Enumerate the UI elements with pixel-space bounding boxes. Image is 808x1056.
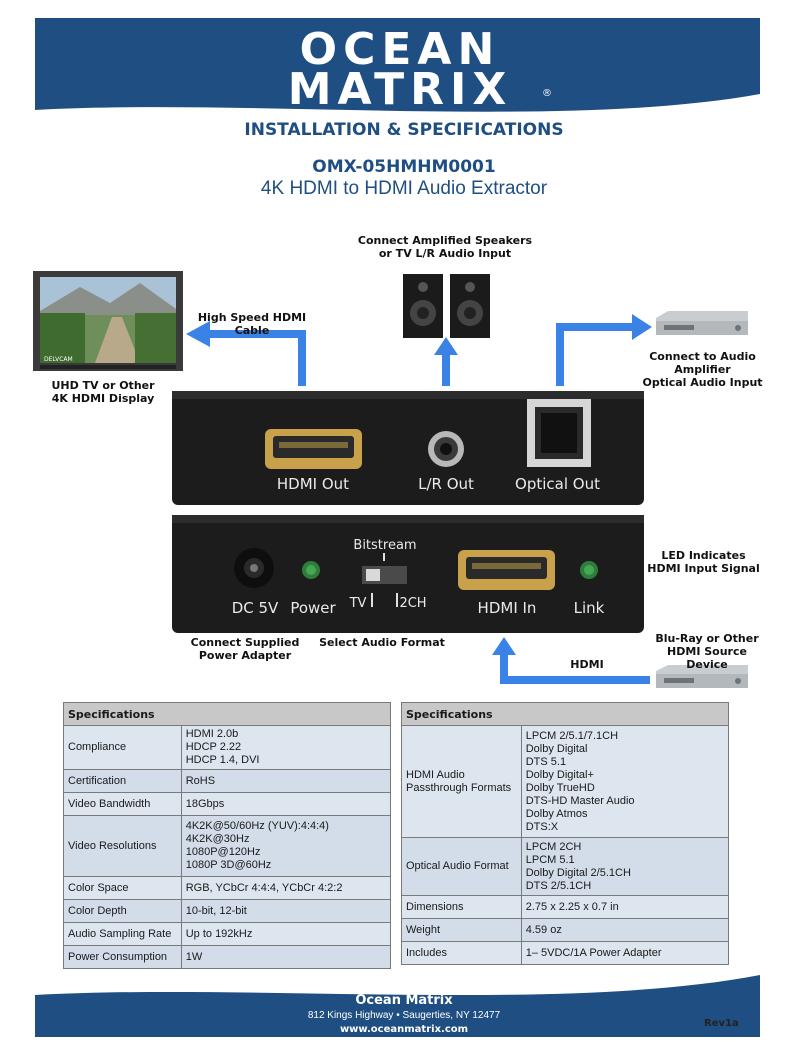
spec-value: HDMI 2.0b HDCP 2.22 HDCP 1.4, DVI: [180, 725, 392, 770]
front-panel: [172, 391, 644, 505]
speakers-illustration: [403, 274, 490, 338]
spec-label: Audio Sampling Rate: [63, 922, 182, 946]
speakers-label: Connect Amplified Speakers or TV L/R Aud…: [357, 234, 533, 260]
footer-company: Ocean Matrix: [355, 993, 453, 1008]
table-row: Audio Sampling Rate Up to 192kHz: [63, 922, 392, 946]
arrows: [186, 314, 652, 684]
table-row: Certification RoHS: [63, 769, 392, 793]
bluray-illustration: [656, 665, 748, 688]
spec-value: RGB, YCbCr 4:4:4, YCbCr 4:2:2: [180, 876, 392, 900]
brand-logo: OCEAN MATRIX ®: [240, 24, 560, 115]
spec-label: HDMI Audio Passthrough Formats: [401, 725, 522, 838]
power-label: Power: [290, 599, 336, 617]
spec-label: Color Space: [63, 876, 182, 900]
bitstream-label: Bitstream: [353, 538, 417, 553]
tv-label: UHD TV or Other 4K HDMI Display: [51, 379, 155, 405]
spec-label: Video Resolutions: [63, 815, 182, 877]
tv-switch-label: TV: [349, 596, 367, 611]
dc-label: DC 5V: [231, 599, 279, 617]
table-row: Video Resolutions 4K2K@50/60Hz (YUV):4:4…: [63, 815, 392, 877]
spec-label: Compliance: [63, 725, 182, 770]
table-row: HDMI Audio Passthrough Formats LPCM 2/5.…: [401, 725, 730, 838]
revision-label: Rev1a: [704, 1018, 739, 1029]
link-label: Link: [573, 599, 605, 617]
table-row: Compliance HDMI 2.0b HDCP 2.22 HDCP 1.4,…: [63, 725, 392, 770]
table-row: Color Space RGB, YCbCr 4:4:4, YCbCr 4:2:…: [63, 876, 392, 900]
source-label: Blu-Ray or Other HDMI Source Device: [655, 632, 759, 671]
table-row: Power Consumption 1W: [63, 945, 392, 969]
spec-value: 18Gbps: [180, 792, 392, 816]
footer-address: 812 Kings Highway • Saugerties, NY 12477: [307, 1010, 501, 1021]
spec-label: Certification: [63, 769, 182, 793]
power-adapter-label: Connect Supplied Power Adapter: [190, 636, 300, 662]
spec-value: 10-bit, 12-bit: [180, 899, 392, 923]
connection-diagram: DELVCAM Connect Amplified Speakers or TV…: [0, 225, 808, 695]
table-row: Includes 1– 5VDC/1A Power Adapter: [401, 941, 730, 965]
specs-table-right: Specifications HDMI Audio Passthrough Fo…: [401, 702, 730, 965]
table-row: Video Bandwidth 18Gbps: [63, 792, 392, 816]
spec-value: 1– 5VDC/1A Power Adapter: [520, 941, 730, 965]
hdmi-out-label: HDMI Out: [276, 475, 350, 493]
footer-website: www.oceanmatrix.com: [339, 1024, 469, 1035]
spec-value: 1W: [180, 945, 392, 969]
specs-header: Specifications: [401, 702, 729, 726]
optical-out-label: Optical Out: [515, 475, 600, 493]
spec-value: LPCM 2CH LPCM 5.1 Dolby Digital 2/5.1CH …: [520, 837, 730, 896]
spec-label: Optical Audio Format: [401, 837, 522, 896]
table-row: Dimensions 2.75 x 2.25 x 0.7 in: [401, 895, 730, 919]
product-subtitle: 4K HDMI to HDMI Audio Extractor: [260, 178, 548, 199]
lr-out-label: L/R Out: [418, 475, 474, 493]
hdmi-label: HDMI: [570, 658, 604, 671]
table-row: Optical Audio Format LPCM 2CH LPCM 5.1 D…: [401, 837, 730, 896]
spec-value: 2.75 x 2.25 x 0.7 in: [520, 895, 730, 919]
2ch-switch-label: 2CH: [399, 596, 427, 611]
hdmi-cable-label: High Speed HDMI Cable: [197, 311, 307, 337]
spec-label: Includes: [401, 941, 522, 965]
table-row: Color Depth 10-bit, 12-bit: [63, 899, 392, 923]
spec-label: Video Bandwidth: [63, 792, 182, 816]
specs-table-left: Specifications Compliance HDMI 2.0b HDCP…: [63, 702, 392, 969]
spec-label: Weight: [401, 918, 522, 942]
page-title: INSTALLATION & SPECIFICATIONS: [244, 120, 564, 140]
amplifier-label: Connect to Audio Amplifier Optical Audio…: [642, 350, 763, 389]
tv-brand: DELVCAM: [44, 356, 73, 363]
model-number: OMX-05HMHM0001: [312, 157, 496, 177]
audio-format-label: Select Audio Format: [319, 636, 445, 649]
amplifier-illustration: [656, 311, 748, 335]
table-row: Weight 4.59 oz: [401, 918, 730, 942]
footer-band: [35, 975, 760, 1037]
diagram-graphics: [33, 271, 748, 688]
logo-line-ocean: OCEAN: [299, 24, 501, 75]
spec-label: Power Consumption: [63, 945, 182, 969]
hdmi-in-label: HDMI In: [477, 599, 537, 617]
header-band: [35, 18, 760, 112]
spec-value: 4K2K@50/60Hz (YUV):4:4:4) 4K2K@30Hz 1080…: [180, 815, 392, 877]
spec-value: RoHS: [180, 769, 392, 793]
logo-line-matrix: MATRIX: [287, 64, 513, 115]
registered-mark: ®: [542, 88, 552, 99]
led-label: LED Indicates HDMI Input Signal: [647, 549, 760, 575]
spec-value: 4.59 oz: [520, 918, 730, 942]
spec-value: Up to 192kHz: [180, 922, 392, 946]
specs-header: Specifications: [63, 702, 391, 726]
spec-value: LPCM 2/5.1/7.1CH Dolby Digital DTS 5.1 D…: [520, 725, 730, 838]
tv-illustration: [33, 271, 183, 371]
spec-label: Dimensions: [401, 895, 522, 919]
rear-panel: [172, 515, 644, 633]
spec-label: Color Depth: [63, 899, 182, 923]
